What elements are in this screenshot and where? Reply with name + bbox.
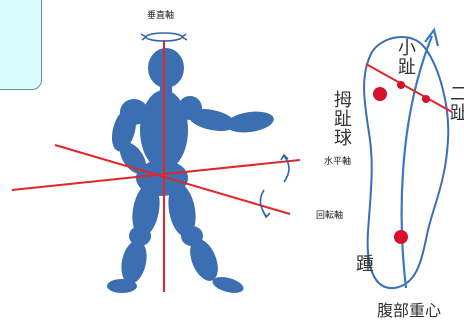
- right-foot: [211, 274, 246, 296]
- right-hand: [225, 109, 275, 135]
- heel-dot: [394, 230, 408, 244]
- rotation-axis-label: 回転軸: [316, 212, 343, 221]
- caption-abdominal-center: 腹部重心: [360, 296, 458, 322]
- left-foot: [107, 279, 137, 293]
- horizontal-axis-label: 水平軸: [324, 158, 351, 167]
- vertical-axis-label: 垂直軸: [147, 12, 174, 21]
- head: [148, 48, 184, 88]
- rotation-arrow-icon: [141, 33, 187, 41]
- little-toe-dot: [397, 81, 405, 89]
- big-toe-ball-label: 拇趾球: [332, 90, 350, 147]
- heel-label: 踵: [356, 256, 374, 274]
- second-toe-label: 二趾: [448, 84, 464, 122]
- second-toe-dot: [422, 95, 430, 103]
- little-toe-label: 小趾: [396, 38, 414, 76]
- left-shin: [118, 238, 151, 286]
- big-toe-ball-dot: [373, 87, 387, 101]
